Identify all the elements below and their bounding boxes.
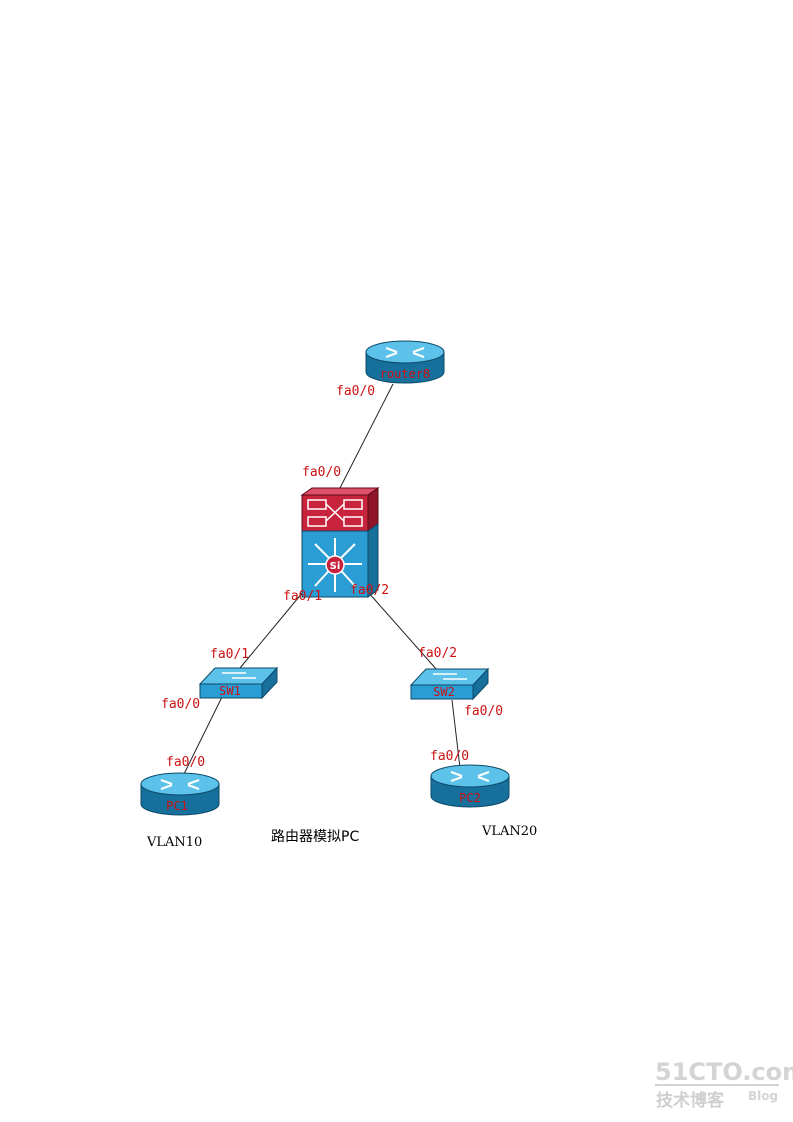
switch-icon [433,673,467,680]
links [182,383,461,777]
watermark-tagline: 技术博客 [656,1090,725,1111]
pc2-top [430,764,510,788]
port-label-router-fa00: fa0/0 [336,384,375,399]
port-label-core-fa02: fa0/2 [350,583,389,598]
caption-vlan20: VLAN20 [481,824,537,839]
core-label: Si [330,561,341,572]
link-core-sw1 [239,591,304,669]
router-arrows-icon [450,771,490,782]
port-label-pc1-fa00: fa0/0 [166,755,205,770]
switch-sw2[interactable]: SW2 [409,667,490,701]
sw2-side [472,667,489,701]
port-label-core-fa00: fa0/0 [302,465,341,480]
core-si-badge [325,555,345,575]
pc2-label: PC2 [459,791,481,805]
pc1-top [140,772,220,796]
caption-router-as-pc: 路由器模拟PC [271,829,359,845]
core-top-face [300,487,380,496]
router-arrows-icon [160,779,200,790]
router-top [365,340,445,364]
sw1-side [261,666,278,700]
switch-icon [222,672,256,679]
router-label: router8 [380,367,431,381]
port-label-sw1-fa01: fa0/1 [210,647,249,662]
watermark-logo: 51CTO.com [655,1058,793,1086]
link-router-core [339,383,394,489]
router-pc2[interactable]: PC2 [430,764,510,808]
caption-vlan10: VLAN10 [146,835,202,850]
core-blue-side [367,523,379,598]
watermark-blog: Blog [748,1089,778,1103]
port-label-sw1-fa00: fa0/0 [161,697,200,712]
port-label-sw2-fa00: fa0/0 [464,704,503,719]
sw2-label: SW2 [433,685,455,699]
port-label-sw2-fa02: fa0/2 [418,646,457,661]
core-switch[interactable]: Si [300,487,380,598]
pc1-label: PC1 [166,799,188,813]
port-labels: fa0/0 fa0/0 fa0/1 fa0/2 fa0/1 fa0/0 fa0/… [161,384,503,770]
port-label-pc2-fa00: fa0/0 [430,749,469,764]
sw1-label: SW1 [219,684,241,698]
router-router8[interactable]: router8 [365,340,445,384]
link-sw2-pc2 [451,699,461,769]
port-label-core-fa01: fa0/1 [283,589,322,604]
router-pc1[interactable]: PC1 [140,772,220,816]
router-arrows-icon [385,347,425,358]
core-red-panel-icon [307,499,363,527]
watermark: 51CTO.com 技术博客 Blog [655,1058,793,1111]
switch-sw1[interactable]: SW1 [198,666,279,700]
link-core-sw2 [367,591,438,671]
link-sw1-pc1 [182,694,224,777]
